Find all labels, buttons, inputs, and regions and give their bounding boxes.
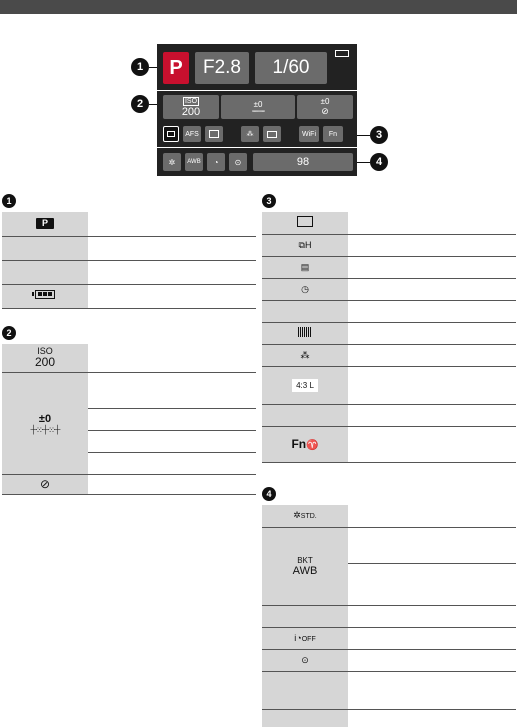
iso-value: 200 xyxy=(181,105,201,118)
monitor-row-4: ✲ AWB ◔ ⊙ 98 xyxy=(157,148,357,176)
aperture-value: F2.8 xyxy=(195,52,249,84)
marker-4-leader xyxy=(357,162,370,163)
std-style-icon: ✲ xyxy=(163,153,181,171)
marker-2: 2 xyxy=(131,95,149,113)
metering-cell xyxy=(262,322,348,345)
burst-cell: ⧉H xyxy=(262,234,348,257)
af-area-icon: ⁂ xyxy=(241,126,259,142)
marker-3-leader xyxy=(357,135,370,136)
monitor-row-3: AFS ⁂ WiFi Fn xyxy=(157,121,357,147)
iso-tile: ISO 200 xyxy=(163,95,219,119)
section-3-table: ⧉H ▤ ◷ ⁂ 4:3 L Fn♈ xyxy=(262,212,516,463)
af-area-cell: ⁂ xyxy=(262,344,348,367)
section-1-table: P xyxy=(2,212,256,309)
photo-style-cell: ✲STD. xyxy=(262,505,348,528)
photo-style-icon xyxy=(263,126,281,142)
battery-level-icon xyxy=(32,290,55,299)
metering-mode-icon: ⊙ xyxy=(229,153,247,171)
self-timer-icon: ◷ xyxy=(301,283,309,294)
awb-label: AWB xyxy=(292,564,318,577)
single-drive-cell xyxy=(262,212,348,235)
mode-p-badge: P xyxy=(163,52,189,84)
fn-cell: Fn♈ xyxy=(262,426,348,463)
section-1-number: 1 xyxy=(2,194,16,208)
single-frame-icon xyxy=(297,215,313,227)
frames-remaining: 98 xyxy=(253,153,353,171)
section-4-heading: 4 xyxy=(262,486,276,501)
exposure-scale-icon: ▫▫▫▫▫▫▫▫▫▫▫ xyxy=(251,108,265,115)
iso-label: ISO xyxy=(182,96,200,106)
awb-icon: AWB xyxy=(185,153,203,171)
aspect-cell: 4:3 L xyxy=(262,366,348,405)
exposure-scale-icon-small: ┼·:·:·┼·:·:·┼ xyxy=(30,424,61,434)
metering-mode-cell: ⊙ xyxy=(262,649,348,672)
marker-1: 1 xyxy=(131,58,149,76)
fn-label-small: Fn xyxy=(291,437,307,451)
flash-ev-value: ±0 xyxy=(320,97,330,106)
flash-icon-cell: ⊘ xyxy=(2,474,88,495)
flash-off-icon: ⊘ xyxy=(321,106,329,116)
exposure-tile: ±0 ▫▫▫▫▫▫▫▫▫▫▫ xyxy=(221,95,295,119)
monitor-row-2: ISO 200 ±0 ▫▫▫▫▫▫▫▫▫▫▫ ±0 ⊘ xyxy=(157,91,357,121)
section-2-heading: 2 xyxy=(2,325,16,340)
flash-off-small-icon: ⊘ xyxy=(39,477,51,491)
section-2-number: 2 xyxy=(2,326,16,340)
exposure-icon-cell: ±0┼·:·:·┼·:·:·┼ xyxy=(2,372,88,475)
iso-small-value: 200 xyxy=(34,355,56,370)
flash-tile: ±0 ⊘ xyxy=(297,95,353,119)
section-1-heading: 1 xyxy=(2,193,16,208)
fn-label: Fn xyxy=(323,126,343,142)
4k-photo-icon: ▤ xyxy=(300,261,310,272)
monitor-row-1: P F2.8 1/60 xyxy=(157,44,357,90)
multi-metering-icon xyxy=(298,326,312,337)
exposure-comp-value: ±0 xyxy=(38,412,52,425)
wifi-label: WiFi xyxy=(299,126,319,142)
marker-3: 3 xyxy=(370,126,388,144)
iso-small-label: ISO xyxy=(37,346,53,357)
top-bar xyxy=(0,0,517,14)
bkt-label: BKT xyxy=(297,555,313,565)
wrench-icon: ♈ xyxy=(306,440,319,451)
mode-icon-cell: P xyxy=(2,212,88,237)
afs-label: AFS xyxy=(183,126,201,142)
ev-value: ±0 xyxy=(253,99,263,109)
af-area-icon-small: ⁂ xyxy=(300,349,310,360)
4k-photo-cell: ▤ xyxy=(262,256,348,279)
burst-icon: ⧉H xyxy=(298,239,312,250)
shutter-value: 1/60 xyxy=(255,52,327,84)
aspect-size-icon: 4:3 L xyxy=(292,378,318,392)
marker-4: 4 xyxy=(370,153,388,171)
single-drive-icon xyxy=(163,126,179,142)
std-icon: ✲ xyxy=(293,510,301,521)
section-4-number: 4 xyxy=(262,487,276,501)
ida-icon-small: i◔ xyxy=(294,632,302,643)
section-3-heading: 3 xyxy=(262,193,276,208)
self-timer-cell: ◷ xyxy=(262,278,348,301)
ida-cell: i◔OFF xyxy=(262,627,348,650)
section-3-number: 3 xyxy=(262,194,276,208)
marker-2-leader xyxy=(149,104,157,105)
marker-1-leader xyxy=(149,67,157,68)
off-label: OFF xyxy=(301,635,316,643)
battery-icon-cell xyxy=(2,284,88,309)
metering-mode-icon-small: ⊙ xyxy=(301,654,309,665)
ida-icon: ◔ xyxy=(207,153,225,171)
battery-icon xyxy=(335,50,349,57)
std-label: STD. xyxy=(300,513,317,521)
metering-icon xyxy=(205,126,223,142)
